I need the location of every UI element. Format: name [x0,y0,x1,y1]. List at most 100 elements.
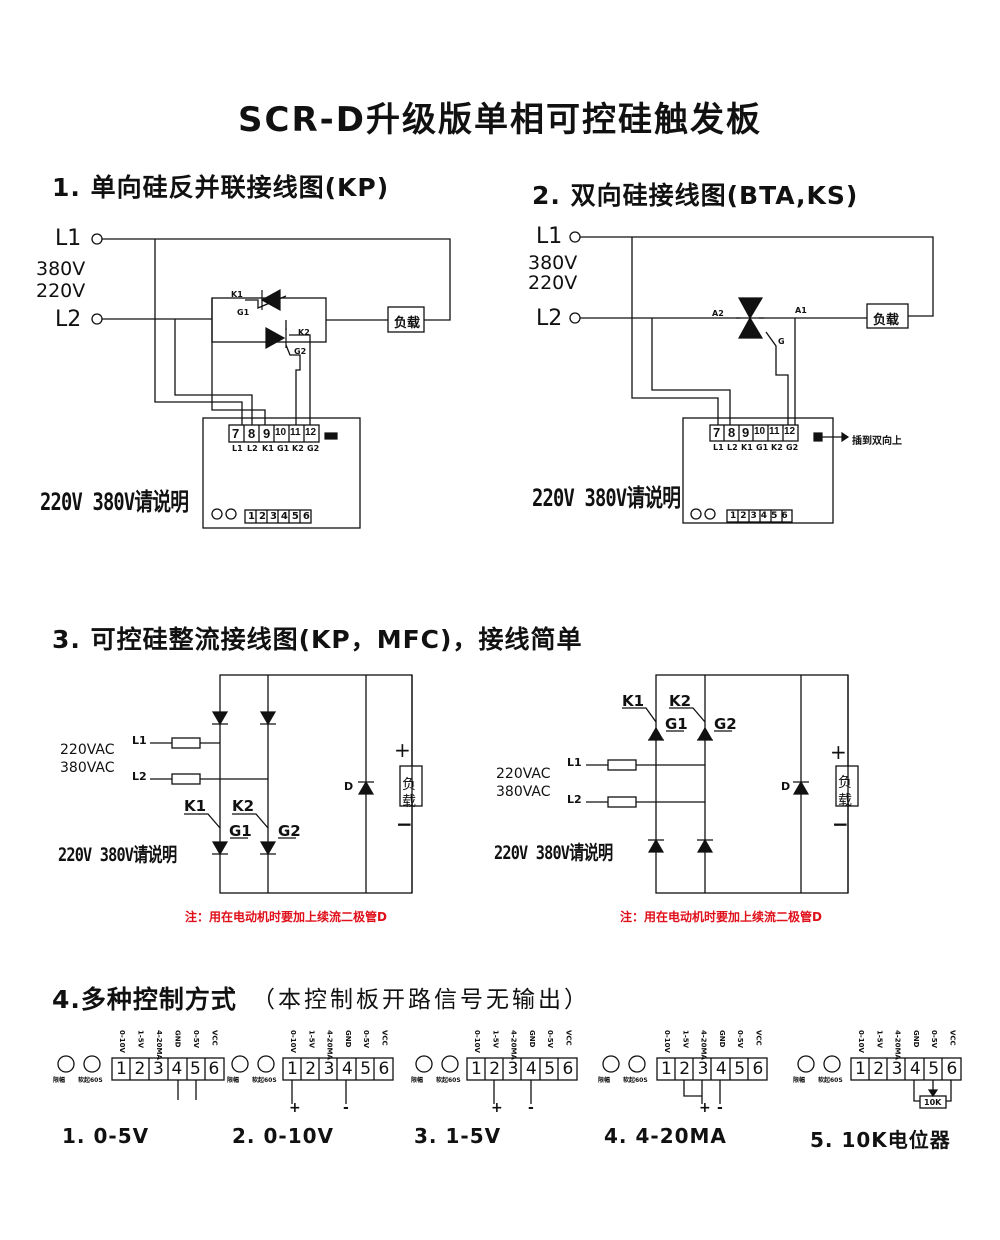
s3r-load-box [835,765,859,807]
mode-4-pin-label-4: GND [717,1030,726,1048]
s3l-diode1-icon [211,841,229,856]
s1-g2-label: G2 [294,347,307,356]
s1-jumper [324,432,338,440]
s2-l1-label: L1 [536,224,563,249]
s3l-load-box [399,765,423,807]
mode-1-label: 1. 0-5V [62,1124,150,1148]
mode-2-knob-label-1: 限幅 [227,1077,240,1084]
s1-k2-label: K2 [298,328,310,337]
mode-3-terminal-4: 4 [525,1059,537,1079]
mode-5-label: 5. 10K电位器 [810,1128,951,1152]
s3l-g1: G1 [229,822,252,840]
s3r-minus: − [832,812,849,836]
s2-tl-k1: K1 [741,443,753,452]
s1-tl-l1: L1 [232,444,243,453]
mode-2-pin-label-2: 1-5V [307,1030,316,1049]
mode-3-terminal-5: 5 [544,1059,556,1079]
s1-lower-terms: 123456 [248,511,314,522]
s2-l2-terminal [569,312,581,324]
s3l-voltage-note: 220V 380V请说明 [58,844,177,866]
s3r-scr1-icon [647,726,665,741]
mode-3-knob-label-2: 软起60S [436,1077,461,1084]
s3l-plus: + [394,738,411,762]
s1-board [202,417,361,529]
mode-2-label: 2. 0-10V [232,1124,335,1148]
s2-l1-terminal [569,231,581,243]
s3r-diode2-icon [696,838,714,853]
mode-3-knob-label-1: 限幅 [411,1077,424,1084]
mode-2-pin-label-3: 4-20MA [325,1030,334,1060]
s2-tl-g2: G2 [786,443,799,452]
s3l-scr1-icon [211,711,229,726]
mode-1-pin-label-3: 4-20MA [155,1030,163,1060]
s3l-k2: K2 [232,797,255,815]
s3r-g2: G2 [714,715,737,733]
mode-4-terminal-1: 1 [661,1059,672,1079]
s3l-fuse-l1 [171,737,201,749]
s3l-d: D [344,780,354,793]
s1-l1-label: L1 [55,226,82,251]
control-mode-5 [797,1055,962,1109]
s3l-g2: G2 [278,822,301,840]
control-mode-1 [57,1055,225,1100]
mode-2-minus: - [343,1100,349,1116]
mode-1-pin-label-5: 0-5V [192,1030,200,1049]
s1-term-11: 11 [290,427,301,438]
s2-g-label: G [778,337,785,346]
mode-5-terminal-6: 6 [946,1059,958,1079]
mode-1-terminal-5: 5 [190,1059,201,1079]
mode-3-pin-label-3: 4-20MA [509,1030,518,1060]
s2-term-11: 11 [769,426,780,437]
s2-lower-terms: 123456 [730,511,792,521]
s3r-fuse-l1 [607,759,637,771]
s2-tl-l1: L1 [713,443,724,452]
s1-l2-label: L2 [55,307,82,332]
mode-3-pin-label-6: VCC [564,1030,573,1046]
mode-3-minus: - [528,1100,534,1116]
mode-3-pin-label-1: 0-10V [473,1030,481,1053]
s3l-diode2-icon [259,841,277,856]
mode-2-pin-label-4: GND [343,1030,352,1048]
s3r-plus: + [830,740,847,764]
s2-terminal-block [709,424,799,442]
s3r-warning: 注：用在电动机时要加上续流二极管D [620,910,822,924]
s1-scr2-icon [265,326,287,350]
s2-l2-label: L2 [536,306,563,331]
mode-4-pin-label-5: 0-5V [736,1030,745,1049]
mode-2-terminal-5: 5 [360,1059,372,1079]
mode-4-knob-label-2: 软起60S [623,1077,648,1084]
mode-3-terminal-2: 2 [489,1059,501,1079]
control-mode-4 [602,1055,768,1104]
s2-triac-icon [737,297,764,320]
mode-4-terminal-2: 2 [679,1059,691,1079]
mode-3-pin-label-4: GND [527,1030,536,1048]
s3l-l1: L1 [132,734,147,747]
s3r-k2: K2 [669,692,692,710]
mode-4-pin-label-2: 1-5V [681,1030,690,1049]
mode-4-terminal-5: 5 [734,1059,746,1079]
s3r-380vac: 380VAC [496,784,551,800]
mode-2-terminal-2: 2 [305,1059,317,1079]
s2-jumper-note: 插到双向上 [852,436,902,447]
mode-4-pin-label-1: 0-10V [663,1030,671,1053]
s1-load-label: 负载 [394,316,421,331]
control-mode-2 [231,1055,394,1104]
s3l-warning: 注：用在电动机时要加上续流二极管D [185,910,387,924]
s1-k1-label: K1 [231,290,243,299]
s1-term-12: 12 [305,427,317,438]
mode-2-pin-label-5: 0-5V [362,1030,371,1049]
s1-tl-k2: K2 [292,444,304,453]
s2-a1-label: A1 [795,306,807,315]
mode-3-label: 3. 1-5V [414,1124,502,1148]
page-title: SCR-D升级版单相可控硅触发板 [238,100,762,140]
s1-voltage-note: 220V 380V请说明 [40,488,189,516]
s3r-fuse-l2 [607,796,637,808]
s2-term-8: 8 [728,425,736,440]
s1-220v-label: 220V [36,280,86,302]
s3r-220vac: 220VAC [496,766,551,782]
mode-2-plus: + [289,1100,301,1116]
s1-term-10: 10 [275,427,287,438]
mode-3-terminal-6: 6 [562,1059,574,1079]
mode-1-terminal-2: 2 [134,1059,146,1079]
mode-2-terminal-1: 1 [287,1059,298,1079]
